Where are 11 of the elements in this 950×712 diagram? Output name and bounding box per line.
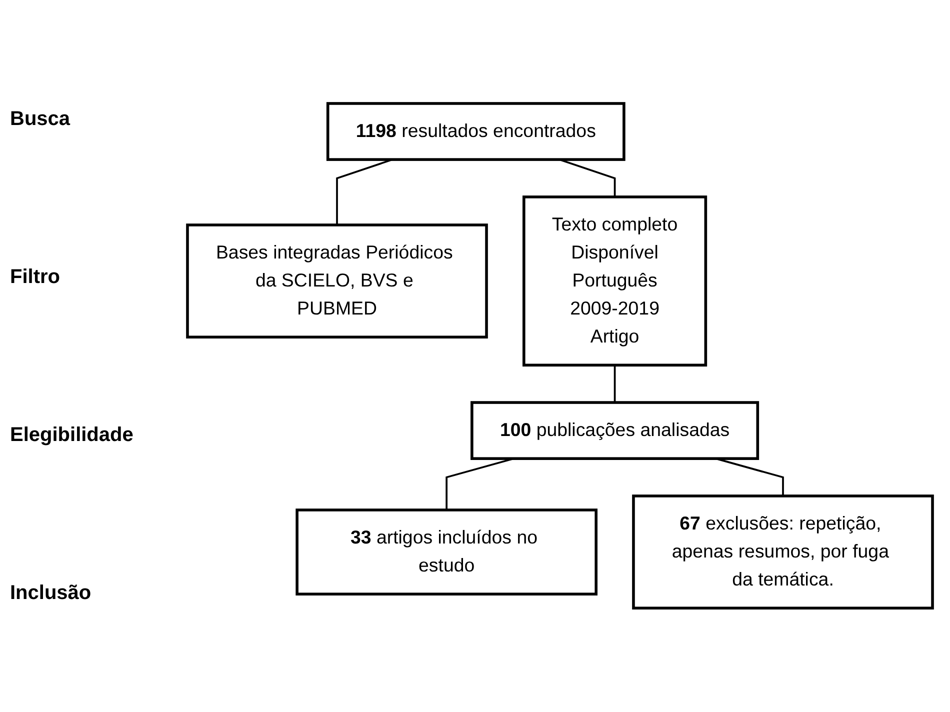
connector xyxy=(614,365,616,403)
node-box: 1198 resultados encontrados xyxy=(326,102,626,162)
stage-label: Busca xyxy=(10,108,72,130)
stage-label: Filtro xyxy=(10,266,61,288)
node-box: Texto completo Disponível Português 2009-2019 Artigo xyxy=(522,196,708,367)
stage-label: Elegibilidade xyxy=(10,424,134,446)
node-box: 100 publicações analisadas xyxy=(470,401,760,460)
node-box: Bases integradas Periódicos da SCIELO, BVS e PUBMED xyxy=(186,224,488,339)
node-box: 33 artigos incluídos no estudo xyxy=(296,508,598,596)
node-box: 67 exclusões: repetição, apenas resumos, por fuga da temática. xyxy=(632,494,934,610)
stage-label: Inclusão xyxy=(10,582,92,604)
